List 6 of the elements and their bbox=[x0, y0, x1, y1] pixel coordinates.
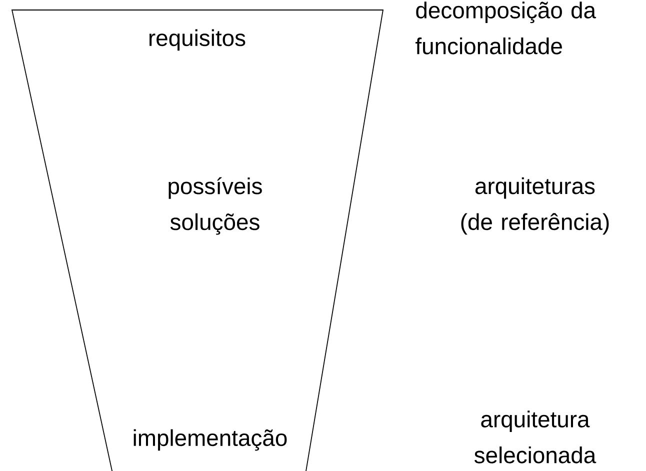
side-note: arquiteturas (de referência) bbox=[461, 177, 609, 235]
stage-label: implementação bbox=[134, 429, 287, 451]
side-note: decomposição da funcionalidade bbox=[416, 2, 596, 54]
stage-label: requisitos bbox=[150, 29, 246, 51]
side-note: arquitetura selecionada bbox=[474, 410, 596, 464]
stage-label: possíveis soluções bbox=[168, 177, 262, 235]
